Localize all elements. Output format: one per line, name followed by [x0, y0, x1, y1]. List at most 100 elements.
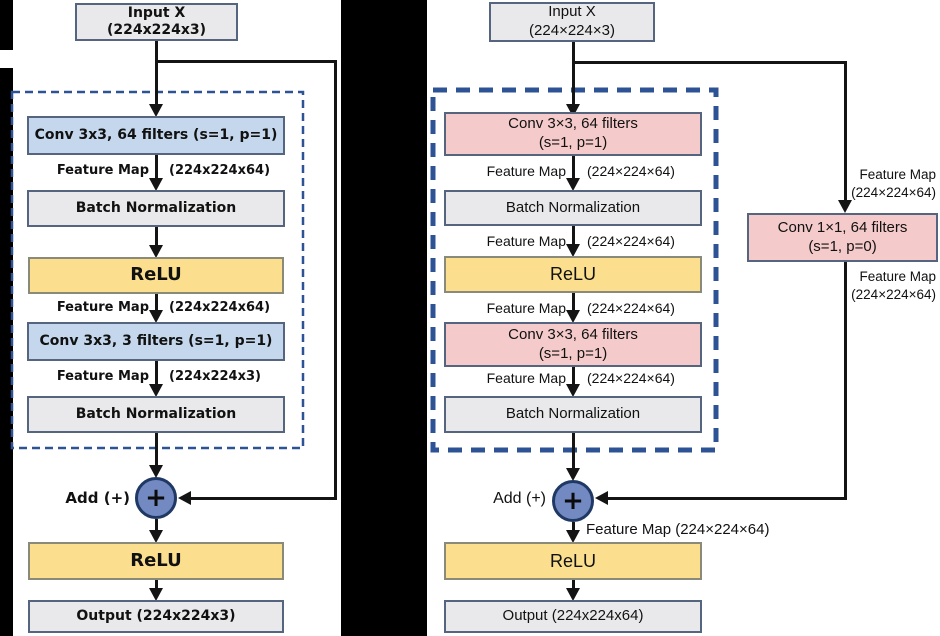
- left-add-label: Add (+): [65, 489, 130, 507]
- arrow-down-icon: [566, 530, 580, 543]
- right-skip-horizontal-line: [607, 497, 847, 500]
- left-batchnorm2-label: Batch Normalization: [75, 405, 237, 422]
- connector-line: [155, 361, 158, 385]
- left-conv2-label: Conv 3x3, 3 filters (s=1, p=1): [39, 332, 273, 349]
- left-add-circle: +: [135, 477, 177, 519]
- left-skip-horizontal-line: [190, 497, 337, 500]
- connector-line: [155, 580, 158, 589]
- left-batchnorm1-label: Batch Normalization: [75, 199, 237, 216]
- left-relu1-label: ReLU: [130, 264, 182, 286]
- right-batchnorm2-box: Batch Normalization: [444, 396, 702, 433]
- arrow-down-icon: [566, 468, 580, 481]
- right-relu2-label: ReLU: [549, 550, 597, 571]
- right-skip-vertical-line-lower: [844, 262, 847, 499]
- right-add-circle: +: [552, 480, 594, 522]
- feature-map-label: Feature Map: [486, 370, 566, 386]
- arrow-down-icon: [566, 588, 580, 601]
- arrow-down-icon: [149, 104, 163, 117]
- feature-map-dims: (224×224×64): [587, 163, 675, 179]
- left-skip-vertical-line: [334, 60, 337, 500]
- feature-map-dims: (224x224x64): [169, 300, 271, 315]
- right-relu1-box: ReLU: [444, 256, 702, 293]
- left-batchnorm2-box: Batch Normalization: [27, 396, 285, 433]
- feature-map-label: Feature Map: [486, 163, 566, 179]
- left-relu2-label: ReLU: [130, 549, 182, 571]
- connector-line: [155, 519, 158, 531]
- right-conv2-label-line2: (s=1, p=1): [538, 344, 608, 362]
- feature-map-label: Feature Map: [859, 269, 936, 284]
- connector-line: [572, 367, 575, 385]
- feature-map-dims: (224×224×64): [587, 370, 675, 386]
- arrow-down-icon: [149, 588, 163, 601]
- left-output-box: Output (224x224x3): [28, 600, 284, 633]
- right-output-label: Output (224x224x64): [502, 607, 644, 625]
- right-relu2-box: ReLU: [444, 542, 702, 580]
- arrow-left-icon: [178, 491, 191, 505]
- arrow-down-icon: [566, 384, 580, 397]
- right-batchnorm2-label: Batch Normalization: [505, 405, 641, 423]
- connector-line: [572, 433, 575, 469]
- right-conv1-label-line1: Conv 3×3, 64 filters: [508, 115, 638, 133]
- arrow-down-icon: [566, 310, 580, 323]
- feature-map-dims: (224×224×64): [587, 233, 675, 249]
- left-panel: [13, 0, 341, 636]
- left-relu2-box: ReLU: [28, 542, 284, 580]
- feature-map-dims: (224×224×64): [587, 300, 675, 316]
- right-relu1-label: ReLU: [549, 264, 597, 285]
- arrow-down-icon: [149, 310, 163, 323]
- plus-icon: +: [562, 486, 584, 516]
- arrow-down-icon: [149, 178, 163, 191]
- feature-map-dims: (224×224×64): [851, 287, 936, 302]
- connector-line: [155, 433, 158, 466]
- right-input-label-line1: Input X: [548, 3, 596, 21]
- right-add-label: Add (+): [493, 490, 546, 507]
- feature-map-dims: (224×224×64): [851, 185, 936, 200]
- left-input-label: Input X (224x224x3): [106, 4, 207, 39]
- arrow-down-icon: [149, 530, 163, 543]
- shortcut-conv1x1-box: Conv 1×1, 64 filters (s=1, p=0): [747, 213, 938, 262]
- arrow-down-icon: [149, 245, 163, 258]
- connector-line: [155, 155, 158, 179]
- feature-map-dims: (224x224x3): [169, 369, 261, 384]
- left-batchnorm1-box: Batch Normalization: [27, 190, 285, 227]
- connector-line: [572, 580, 575, 589]
- right-conv2-box: Conv 3×3, 64 filters (s=1, p=1): [444, 322, 702, 367]
- add-output-feature-map: Feature Map (224×224×64): [586, 521, 770, 538]
- left-stem-line: [155, 41, 158, 105]
- right-skip-branch-line: [572, 61, 847, 64]
- left-input-box: Input X (224x224x3): [75, 3, 238, 41]
- feature-map-label: Feature Map: [859, 167, 936, 182]
- left-edge-notch: [0, 50, 13, 68]
- right-conv1-box: Conv 3×3, 64 filters (s=1, p=1): [444, 112, 702, 156]
- arrow-down-icon: [149, 384, 163, 397]
- feature-map-label: Feature Map: [486, 300, 566, 316]
- shortcut-conv1x1-label-line2: (s=1, p=0): [808, 237, 877, 255]
- arrow-left-icon: [595, 491, 608, 505]
- left-conv1-box: Conv 3x3, 64 filters (s=1, p=1): [27, 116, 285, 155]
- left-conv1-label: Conv 3x3, 64 filters (s=1, p=1): [34, 126, 278, 143]
- plus-icon: +: [145, 483, 167, 513]
- shortcut-conv1x1-label-line1: Conv 1×1, 64 filters: [777, 218, 908, 236]
- connector-line: [572, 522, 575, 532]
- arrow-down-icon: [566, 244, 580, 257]
- right-batchnorm1-box: Batch Normalization: [444, 190, 702, 226]
- feature-map-label: Feature Map: [56, 369, 149, 384]
- feature-map-label: Feature Map: [56, 163, 149, 178]
- connector-line: [572, 156, 575, 179]
- right-conv2-label-line1: Conv 3×3, 64 filters: [508, 325, 638, 343]
- feature-map-label: Feature Map: [56, 300, 149, 315]
- left-relu1-box: ReLU: [28, 257, 284, 294]
- connector-line: [572, 226, 575, 245]
- left-conv2-box: Conv 3x3, 3 filters (s=1, p=1): [27, 322, 285, 361]
- arrow-down-icon: [149, 465, 163, 478]
- right-output-box: Output (224x224x64): [444, 600, 702, 633]
- arrow-down-icon: [838, 200, 852, 213]
- right-batchnorm1-label: Batch Normalization: [505, 198, 641, 216]
- feature-map-label: Feature Map: [486, 233, 566, 249]
- connector-line: [572, 293, 575, 311]
- right-conv1-label-line2: (s=1, p=1): [538, 134, 608, 151]
- right-input-box: Input X (224×224×3): [489, 2, 655, 42]
- right-input-label-line2: (224×224×3): [529, 22, 615, 39]
- right-panel: [427, 0, 940, 636]
